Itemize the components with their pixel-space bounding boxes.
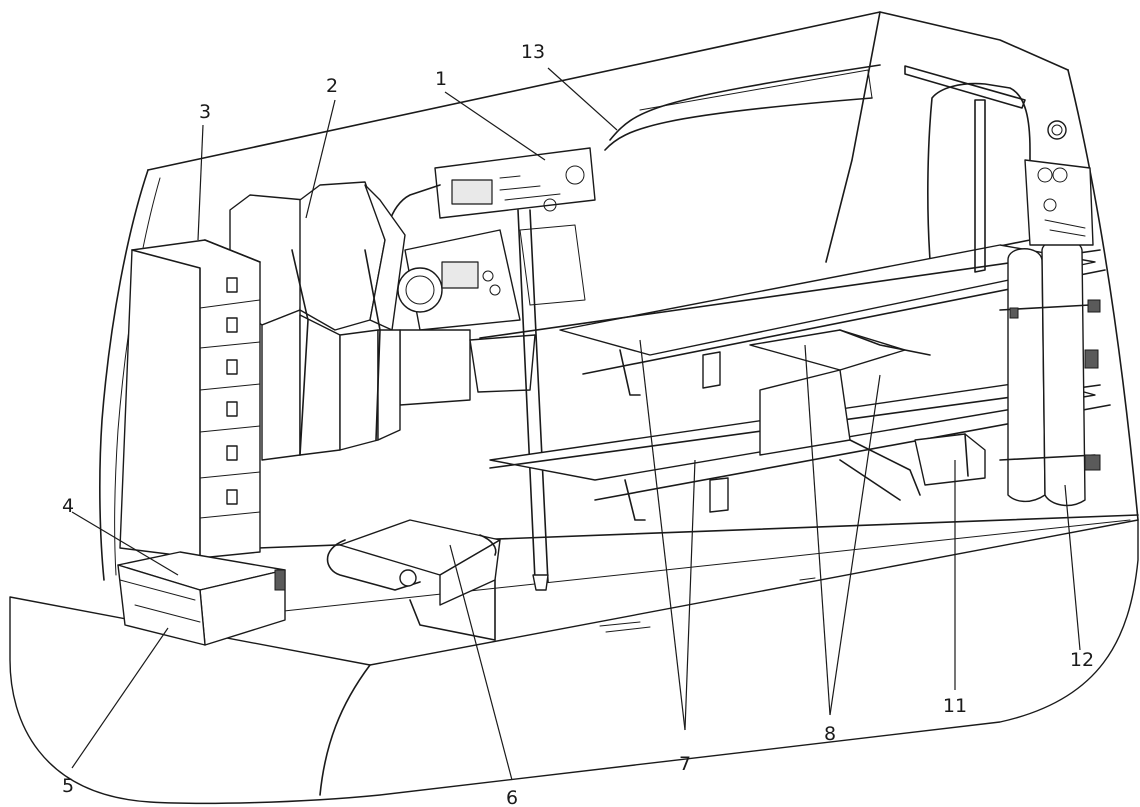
callout-13: 13 xyxy=(521,41,545,63)
rear-window xyxy=(927,82,1067,261)
callout-2: 2 xyxy=(326,75,338,97)
stretcher-carrier xyxy=(749,329,931,501)
gas-cylinders xyxy=(999,238,1101,507)
leader-7a xyxy=(639,339,686,731)
iv-pole xyxy=(517,209,549,591)
gas-manifold xyxy=(974,99,1094,273)
callout-11: 11 xyxy=(943,695,967,717)
leader-7b xyxy=(684,459,696,731)
callout-4: 4 xyxy=(62,495,74,517)
callout-5: 5 xyxy=(62,775,74,797)
leader-3 xyxy=(197,124,204,241)
leader-8a xyxy=(804,344,831,716)
storage-cabinet xyxy=(119,239,261,559)
floor-cabinet xyxy=(117,551,286,646)
attendant-seat xyxy=(326,519,501,641)
leader-1 xyxy=(444,91,546,161)
callout-7: 7 xyxy=(679,753,691,775)
callout-1: 1 xyxy=(435,68,447,90)
callout-12: 12 xyxy=(1070,649,1094,671)
monitor-unit xyxy=(386,147,596,406)
oxygen-box xyxy=(914,433,986,486)
leader-8b xyxy=(829,374,881,716)
leader-12 xyxy=(1064,484,1081,651)
callout-labels: 1 2 3 4 5 6 7 8 11 12 13 xyxy=(62,41,1094,807)
leader-5 xyxy=(71,627,169,769)
leader-6 xyxy=(449,544,513,781)
leader-13 xyxy=(547,67,618,131)
callout-6: 6 xyxy=(506,787,518,807)
callout-8: 8 xyxy=(824,723,836,745)
leader-2 xyxy=(305,99,336,219)
leader-4 xyxy=(71,511,179,576)
callout-3: 3 xyxy=(199,101,211,123)
overhead-rail xyxy=(604,64,1026,151)
callout-leaders xyxy=(71,67,1081,781)
